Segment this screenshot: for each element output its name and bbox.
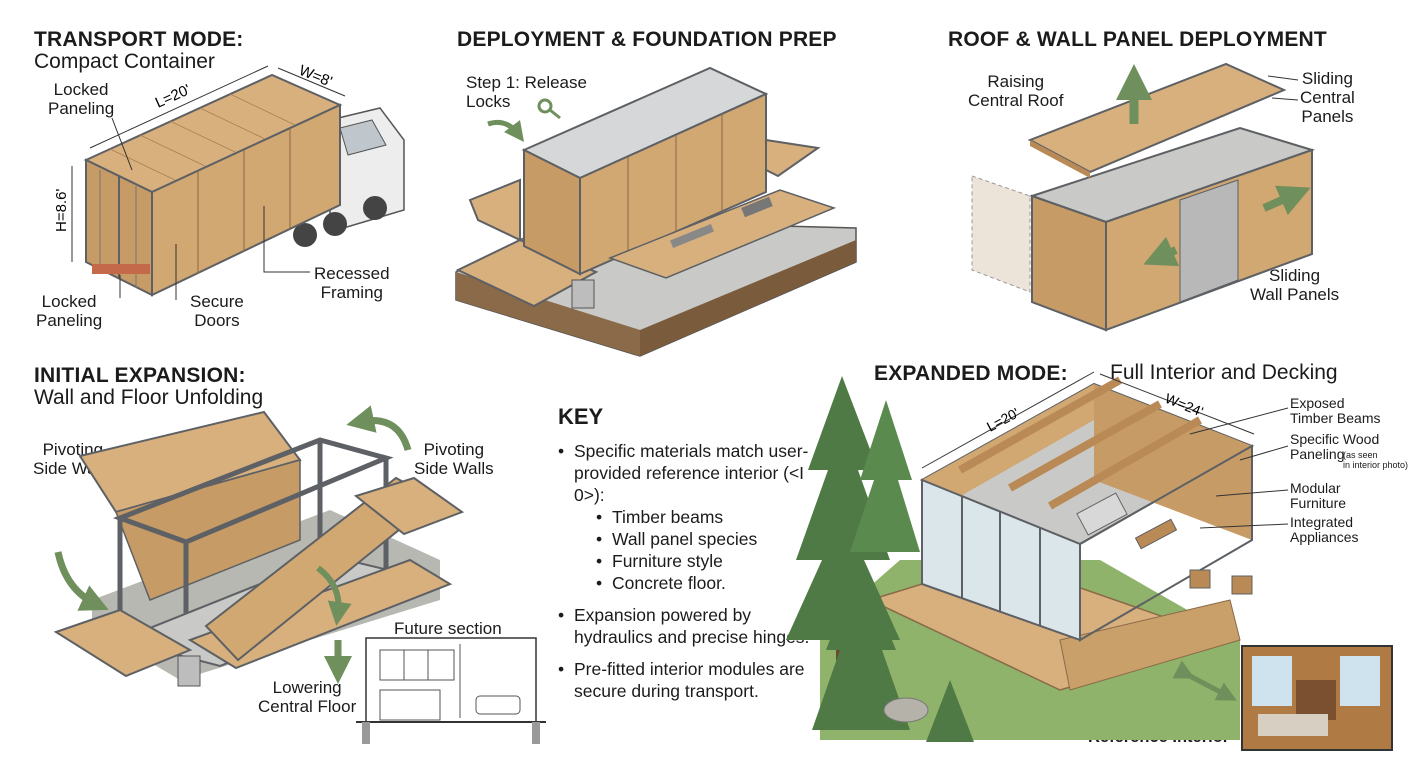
expanded-subtitle: Full Interior and Decking: [1110, 361, 1338, 384]
label-exposed-timber-beams: Exposed Timber Beams: [1290, 395, 1381, 426]
transport-title: TRANSPORT MODE:: [34, 28, 244, 51]
roof-title: ROOF & WALL PANEL DEPLOYMENT: [948, 28, 1327, 51]
key-item-modules: •Pre-fitted interior modules are secure …: [558, 659, 805, 701]
key-sub-item: •Timber beams: [596, 507, 724, 527]
transport-dim-width: W=8': [297, 62, 335, 91]
label-future-section: Future section: [394, 619, 502, 638]
key-sub-item: •Furniture style: [596, 551, 723, 571]
pine-tree: [812, 560, 910, 730]
future-section-drawing: [356, 637, 546, 744]
key-item-materials: •Specific materials match user-provided …: [558, 440, 818, 594]
label-locked-paneling-top: Locked Paneling: [48, 80, 115, 118]
label-paneling-note: (as seen in interior photo): [1343, 450, 1408, 470]
label-recessed-framing: Recessed Framing: [314, 264, 390, 302]
deployment-container: [455, 66, 857, 357]
key-sublist: •Timber beams •Wall panel species •Furni…: [574, 506, 818, 594]
label-sliding-wall-panels: Sliding Wall Panels: [1250, 266, 1340, 304]
pine-tree: [850, 400, 920, 552]
key-item-hydraulics: •Expansion powered by hydraulics and pre…: [558, 605, 810, 647]
label-locked-paneling-bottom: Locked Paneling: [36, 292, 103, 330]
initial-expansion: [53, 405, 465, 687]
key-title: KEY: [558, 404, 604, 429]
reference-arrow: [1172, 660, 1237, 701]
key-sub-item: •Wall panel species: [596, 529, 758, 549]
roof-container: [971, 62, 1316, 332]
label-step1-release-locks: Step 1: Release Locks: [466, 73, 587, 111]
label-secure-doors: Secure Doors: [190, 292, 244, 330]
transport-container: [71, 65, 405, 300]
label-raising-central-roof: Raising Central Roof: [968, 72, 1064, 110]
expanded-house: [820, 371, 1289, 740]
label-integrated-appliances: Integrated Appliances: [1290, 514, 1359, 545]
key-list: •Specific materials match user-provided …: [558, 440, 818, 702]
label-modular-furniture: Modular Furniture: [1290, 480, 1347, 511]
transport-dim-length: L=20': [153, 81, 194, 111]
pine-tree: [926, 680, 974, 742]
initial-title: INITIAL EXPANSION:: [34, 364, 246, 387]
reference-interior-photo: [1241, 645, 1393, 751]
label-sliding-central-panels: Sliding Central Panels: [1300, 69, 1355, 126]
label-lowering-floor: Lowering Central Floor: [258, 678, 357, 716]
key-item-materials-text: Specific materials match user-provided r…: [574, 441, 809, 505]
deployment-title: DEPLOYMENT & FOUNDATION PREP: [457, 28, 837, 51]
initial-subtitle: Wall and Floor Unfolding: [34, 386, 264, 409]
label-specific-wood-paneling: Specific Wood Paneling: [1290, 431, 1380, 462]
expanded-title: EXPANDED MODE:: [874, 362, 1068, 385]
boulder: [883, 697, 929, 723]
transport-subtitle: Compact Container: [34, 50, 215, 73]
label-pivoting-right: Pivoting Side Walls: [414, 440, 494, 478]
transport-dim-height: H=8.6': [53, 189, 70, 232]
key-sub-item: •Concrete floor.: [596, 573, 726, 593]
